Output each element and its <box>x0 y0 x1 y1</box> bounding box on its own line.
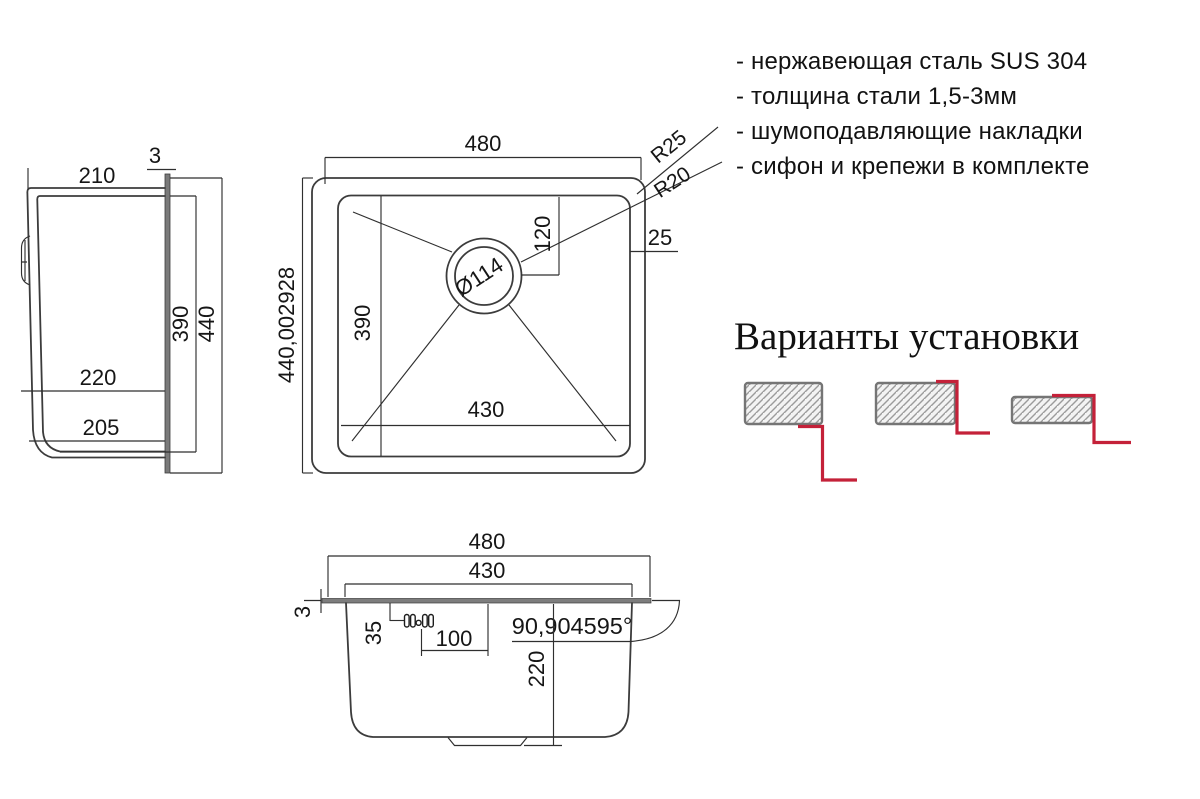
feature-list: - нержавеющая сталь SUS 304 - толщина ст… <box>736 44 1090 184</box>
front-view-flange-curve <box>629 599 681 643</box>
dim-35-label: 35 <box>361 621 386 645</box>
dim-25-label: 25 <box>648 225 672 250</box>
dim-angle-label: 90,904595° <box>512 613 632 639</box>
dim-430-label: 430 <box>469 558 506 583</box>
dim-100-label: 100 <box>436 626 473 651</box>
countertop-section-1 <box>743 381 824 426</box>
top-view-bowl-edge <box>337 194 631 458</box>
front-view-drain-fitting <box>447 737 528 747</box>
side-view-flange <box>164 173 171 474</box>
dim-480-label: 480 <box>465 131 502 156</box>
sink-edge-flushmount <box>936 379 990 435</box>
side-view-outer-profile <box>26 187 166 459</box>
front-view: 90,904595° 480 430 3 35 <box>290 529 681 747</box>
countertop-section-3 <box>1010 395 1094 425</box>
bowl-diagonal <box>508 304 617 442</box>
bowl-diagonal <box>351 304 460 442</box>
top-view: R25 R20 390 430 480 440,002928 120 25 <box>274 126 723 474</box>
dim-430-label: 430 <box>468 397 505 422</box>
dim-440002928-label: 440,002928 <box>274 267 299 383</box>
feature-item: - нержавеющая сталь SUS 304 <box>736 48 1088 75</box>
side-view-inner-profile <box>36 195 166 453</box>
drain-outer-circle <box>445 237 523 315</box>
install-options-title: Варианты установки <box>734 315 1080 358</box>
dim-3-label: 3 <box>290 606 315 618</box>
countertop-section-2 <box>874 381 957 426</box>
front-view-bowl-outline <box>345 602 633 738</box>
dim-480-label: 480 <box>469 529 506 554</box>
feature-item: - шумоподавляющие накладки <box>736 118 1083 145</box>
bowl-diagonal <box>352 211 453 253</box>
dim-390-label: 390 <box>168 306 193 343</box>
leader-r25 <box>636 126 719 195</box>
top-view-outer-rim <box>311 177 646 474</box>
front-view-rim <box>321 598 652 604</box>
dim-210-label: 210 <box>79 163 116 188</box>
dim-220-label: 220 <box>524 651 549 688</box>
dim-drain-diameter-label: Ø114 <box>450 252 507 301</box>
mounting-holes-icon <box>403 613 435 628</box>
dim-r20-label: R20 <box>650 162 695 202</box>
sink-edge-overmount <box>1052 393 1131 445</box>
leader-r20 <box>520 161 723 263</box>
dim-205-label: 205 <box>83 415 120 440</box>
side-view-clip-bracket <box>20 235 31 286</box>
dim-120-label: 120 <box>530 216 555 253</box>
dim-3-label: 3 <box>149 143 161 168</box>
sink-edge-undermount <box>798 424 857 482</box>
install-options <box>743 379 1131 482</box>
drain-inner-circle <box>454 246 514 306</box>
dim-r25-label: R25 <box>647 126 691 168</box>
dim-440-label: 440 <box>194 306 219 343</box>
feature-item: - толщина стали 1,5-3мм <box>736 83 1018 110</box>
side-view: 210 3 390 440 220 205 <box>20 143 223 474</box>
dim-220-label: 220 <box>80 365 117 390</box>
feature-item: - сифон и крепежи в комплекте <box>736 153 1090 180</box>
dim-390-label: 390 <box>350 305 375 342</box>
